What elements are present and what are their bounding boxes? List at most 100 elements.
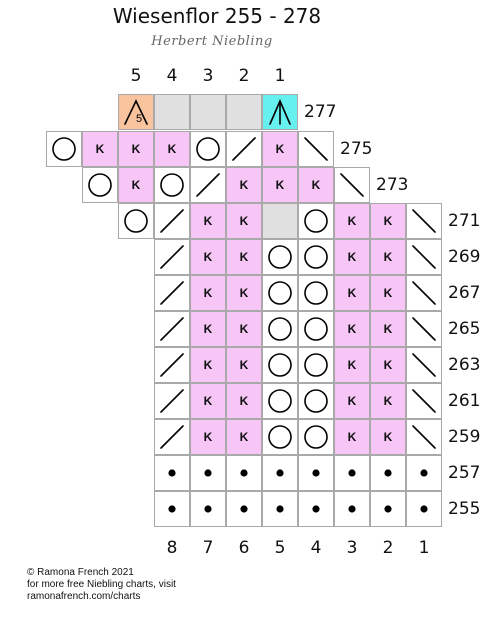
chart-cell: K: [226, 311, 262, 347]
chart-cell: [370, 455, 406, 491]
purl-dot-icon: [204, 469, 212, 477]
row-number: 273: [376, 175, 409, 195]
knit-k-label: K: [167, 142, 177, 156]
knit-k-label: K: [311, 178, 321, 192]
knit-k-label: K: [347, 214, 357, 228]
copyright-note: © Ramona French 2021 for more free Niebl…: [27, 567, 176, 603]
knit-k-label: K: [383, 430, 393, 444]
chart-cell: [262, 491, 298, 527]
chart-cell: [262, 203, 298, 239]
chart-cell: K: [370, 347, 406, 383]
knit-k-label: K: [239, 322, 249, 336]
yarn-over-icon: [268, 245, 292, 269]
chart-cell: K: [226, 167, 262, 203]
row-number: 265: [448, 319, 481, 339]
top-stitch-number: 5: [130, 66, 142, 86]
ssk-icon: [412, 281, 436, 305]
chart-cell: [154, 347, 190, 383]
bottom-stitch-number: 1: [418, 538, 430, 558]
purl-dot-icon: [348, 505, 356, 513]
chart-cell: K: [370, 383, 406, 419]
chart-cell: K: [190, 239, 226, 275]
knit-k-label: K: [203, 394, 213, 408]
chart-cell: [406, 347, 442, 383]
bottom-stitch-number: 6: [238, 538, 250, 558]
chart-cell: [406, 311, 442, 347]
chart-cell: [262, 94, 298, 130]
chart-cell: [262, 275, 298, 311]
knit-k-label: K: [203, 250, 213, 264]
chart-cell: [262, 383, 298, 419]
chart-cell: [298, 311, 334, 347]
k2tog-icon: [160, 317, 184, 341]
row-number: 267: [448, 283, 481, 303]
chart-cell: [298, 203, 334, 239]
row-number: 275: [340, 139, 373, 159]
knit-k-label: K: [239, 394, 249, 408]
purl-dot-icon: [384, 505, 392, 513]
chart-cell: K: [154, 131, 190, 167]
knit-k-label: K: [131, 178, 141, 192]
yarn-over-icon: [88, 173, 112, 197]
chart-cell: [190, 455, 226, 491]
chart-cell: [298, 491, 334, 527]
row-number: 269: [448, 247, 481, 267]
chart-cell: K: [334, 383, 370, 419]
chart-cell: [406, 491, 442, 527]
knit-k-label: K: [203, 358, 213, 372]
ssk-icon: [412, 317, 436, 341]
purl-dot-icon: [168, 469, 176, 477]
knit-k-label: K: [131, 142, 141, 156]
chart-cell: K: [334, 347, 370, 383]
chart-cell: [406, 455, 442, 491]
purl-dot-icon: [276, 505, 284, 513]
chart-cell: [298, 275, 334, 311]
yarn-over-icon: [304, 209, 328, 233]
top-stitch-number: 1: [274, 66, 286, 86]
chart-cell: K: [190, 275, 226, 311]
chart-cell: [334, 491, 370, 527]
knit-k-label: K: [347, 430, 357, 444]
chart-cell: [154, 311, 190, 347]
chart-cell: K: [226, 239, 262, 275]
chart-cell: K: [190, 419, 226, 455]
ssk-icon: [412, 353, 436, 377]
chart-cell: K: [334, 419, 370, 455]
chart-cell: [262, 239, 298, 275]
yarn-over-icon: [304, 425, 328, 449]
chart-cell: K: [226, 203, 262, 239]
yarn-over-icon: [268, 425, 292, 449]
knit-k-label: K: [239, 358, 249, 372]
copyright-line: © Ramona French 2021: [27, 567, 134, 578]
yarn-over-icon: [304, 389, 328, 413]
knit-k-label: K: [383, 214, 393, 228]
k2tog-icon: [160, 281, 184, 305]
knit-k-label: K: [383, 358, 393, 372]
k5tog-count: 5: [136, 113, 142, 125]
chart-cell: [298, 239, 334, 275]
page-title: Wiesenflor 255 - 278: [112, 4, 322, 28]
k2tog-icon: [160, 353, 184, 377]
yarn-over-icon: [304, 353, 328, 377]
chart-cell: [298, 347, 334, 383]
chart-cell: K: [118, 131, 154, 167]
chart-cell: [190, 94, 226, 130]
chart-cell: K: [82, 131, 118, 167]
purl-dot-icon: [312, 505, 320, 513]
yarn-over-icon: [268, 353, 292, 377]
k2tog-icon: [232, 137, 256, 161]
knit-k-label: K: [203, 214, 213, 228]
yarn-over-icon: [268, 317, 292, 341]
yarn-over-icon: [52, 137, 76, 161]
chart-cell: [406, 239, 442, 275]
chart-cell: [406, 275, 442, 311]
chart-cell: K: [370, 239, 406, 275]
chart-cell: K: [190, 383, 226, 419]
chart-cell: K: [118, 167, 154, 203]
k2tog-icon: [160, 209, 184, 233]
row-number: 263: [448, 355, 481, 375]
chart-cell: [190, 491, 226, 527]
purl-dot-icon: [348, 469, 356, 477]
copyright-url[interactable]: ramonafrench.com/charts: [27, 591, 141, 602]
knit-k-label: K: [203, 286, 213, 300]
